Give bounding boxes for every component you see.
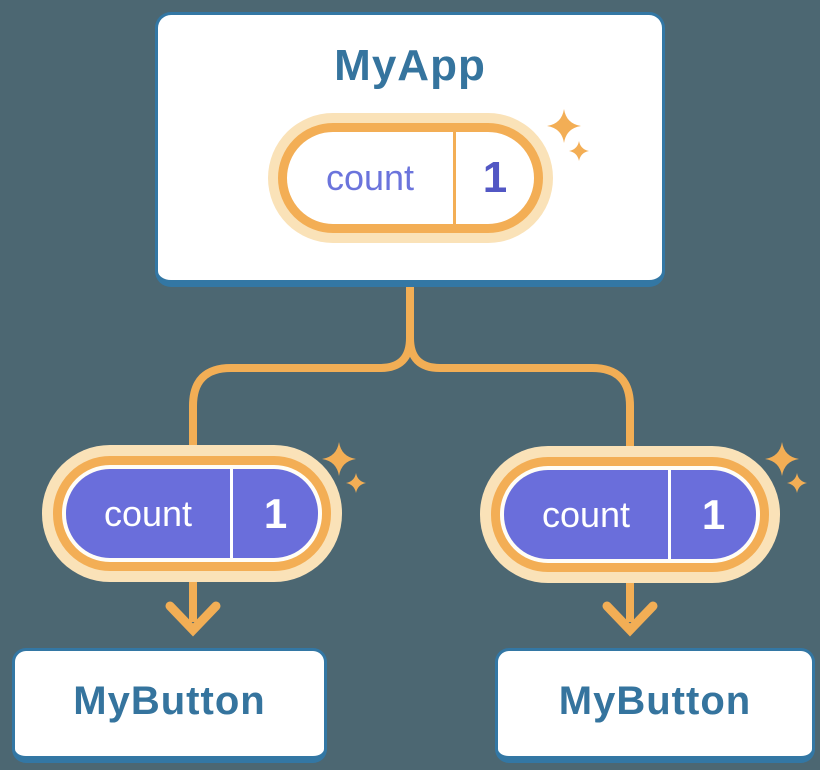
mybutton-card-right: MyButton (495, 648, 815, 763)
mybutton-title: MyButton (558, 679, 752, 723)
myapp-card: MyApp count 1 (155, 12, 665, 287)
prop-pill-key: count (103, 492, 193, 534)
sparkle-icon (346, 473, 366, 493)
arrow-down-icon (165, 601, 221, 637)
mybutton-title: MyButton (73, 679, 266, 723)
sparkle-icon (765, 442, 799, 476)
prop-pill-right: count 1 (480, 446, 780, 583)
arrow-down-icon (602, 601, 658, 637)
prop-pill-ring: count 1 (53, 456, 331, 571)
prop-pill-value: 1 (701, 490, 726, 538)
prop-pill-ring: count 1 (491, 457, 769, 572)
prop-pill-key: count (541, 493, 631, 535)
myapp-title: MyApp (334, 41, 486, 90)
mybutton-card-left: MyButton (12, 648, 327, 763)
prop-pill-body: count 1 (66, 469, 318, 558)
pill-divider (668, 470, 671, 559)
sparkle-icon (787, 473, 807, 493)
state-pill: count 1 (268, 113, 553, 243)
pill-divider (230, 469, 233, 558)
prop-pill-left: count 1 (42, 445, 342, 582)
state-pill-body: count 1 (278, 123, 543, 233)
pill-divider (453, 132, 456, 224)
prop-pill-body: count 1 (504, 470, 756, 559)
connector-branch-left (189, 284, 414, 452)
state-pill-key: count (325, 157, 415, 198)
connector-branch-right (406, 284, 634, 452)
state-pill-value: 1 (482, 153, 508, 202)
prop-pill-value: 1 (263, 489, 288, 537)
